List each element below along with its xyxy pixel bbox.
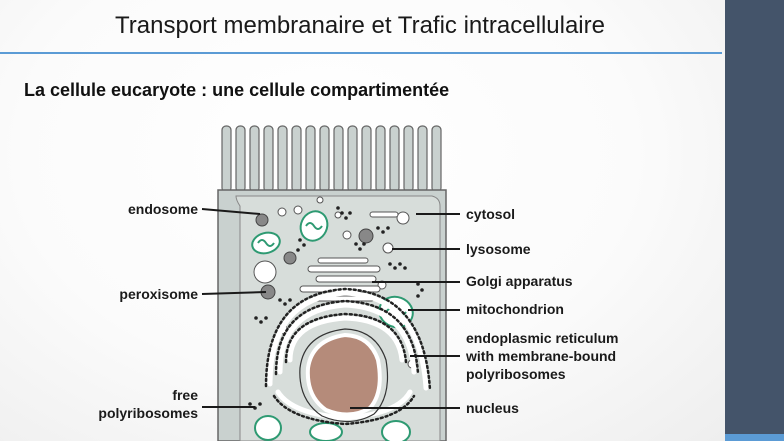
sidebar-accent-bar <box>725 434 784 441</box>
label-nucleus: nucleus <box>466 400 519 416</box>
label-endosome: endosome <box>128 201 198 217</box>
label-golgi: Golgi apparatus <box>466 273 573 289</box>
label-cytosol: cytosol <box>466 206 515 222</box>
label-free-line1: free <box>172 387 198 403</box>
label-er-line1: endoplasmic reticulum <box>466 330 618 346</box>
microvilli <box>222 126 441 192</box>
label-er-line2: with membrane-bound <box>465 348 616 364</box>
label-lysosome: lysosome <box>466 241 531 257</box>
slide: Transport membranaire et Trafic intracel… <box>0 0 725 441</box>
label-peroxisome: peroxisome <box>119 286 198 302</box>
nucleus <box>308 335 380 415</box>
label-mitochondrion: mitochondrion <box>466 301 564 317</box>
label-free-line2: polyribosomes <box>98 405 198 421</box>
cell-diagram: endosome peroxisome free polyribosomes c… <box>0 0 725 441</box>
label-er-line3: polyribosomes <box>466 366 566 382</box>
slide-sidebar <box>725 0 784 441</box>
